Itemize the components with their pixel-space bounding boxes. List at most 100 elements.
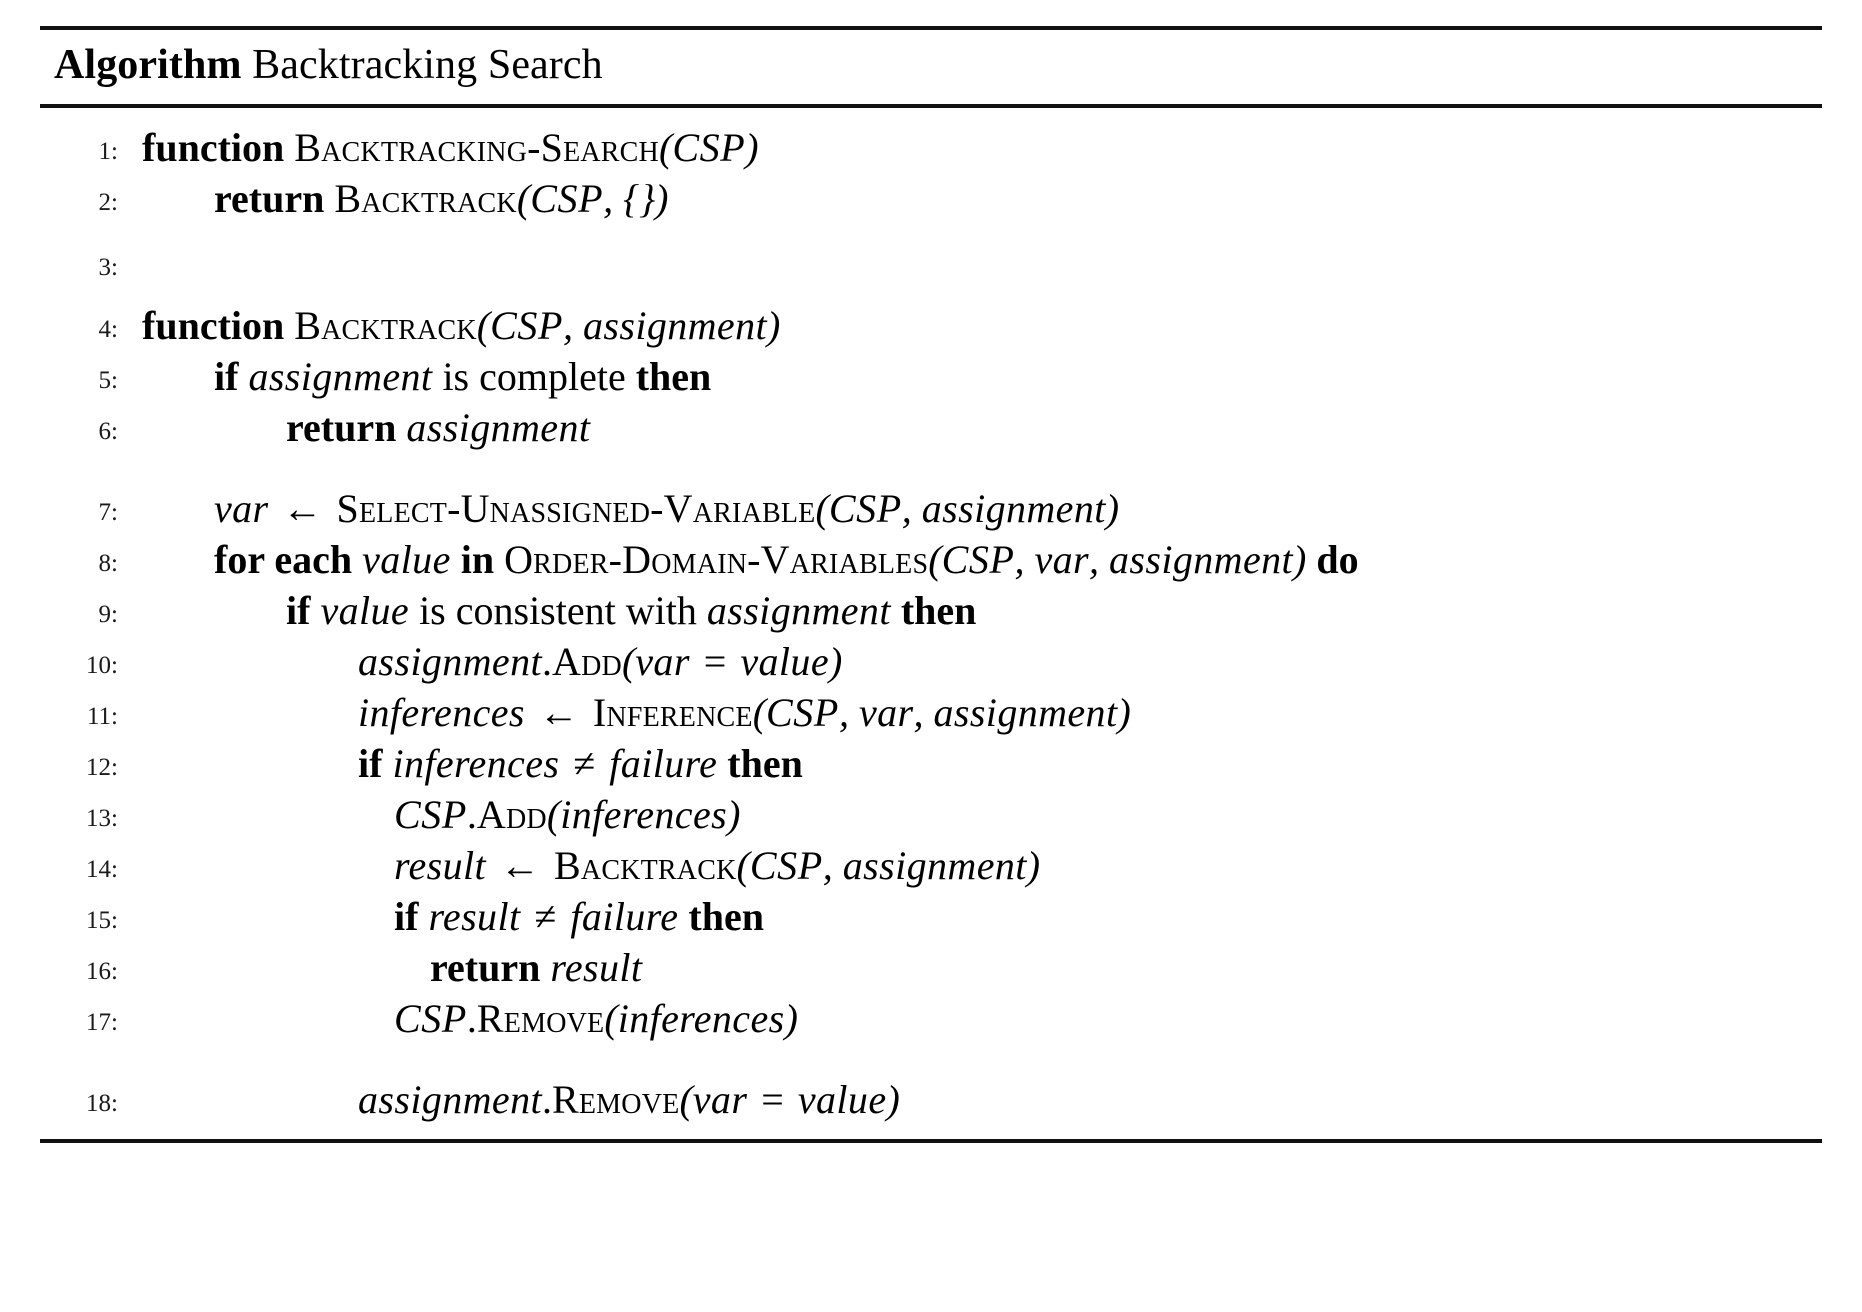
code-token: Backtracking-Search bbox=[294, 124, 659, 170]
code-token: = bbox=[693, 638, 737, 684]
algorithm-line: 11:inferences ← Inference(CSP, var, assi… bbox=[40, 687, 1822, 738]
code-token: if bbox=[394, 893, 419, 939]
code-token: CSP bbox=[490, 302, 563, 348]
line-code: return result bbox=[118, 942, 1822, 993]
code-token: . bbox=[466, 995, 477, 1041]
code-token: ← bbox=[490, 842, 551, 888]
code-token: ) bbox=[828, 638, 843, 684]
code-token: ← bbox=[528, 689, 589, 735]
code-token: . bbox=[466, 791, 477, 837]
code-token: ( bbox=[476, 302, 491, 348]
code-token: , bbox=[603, 175, 624, 221]
code-token: CSP bbox=[766, 689, 839, 735]
code-token: inferences bbox=[358, 689, 525, 735]
algorithm-line: 5:if assignment is complete then bbox=[40, 351, 1822, 402]
line-number: 14: bbox=[86, 855, 118, 883]
line-code: inferences ← Inference(CSP, var, assignm… bbox=[118, 687, 1822, 738]
line-number: 3: bbox=[98, 253, 118, 281]
code-token: value bbox=[362, 536, 451, 582]
code-token: assignment bbox=[1109, 536, 1294, 582]
code-token: if bbox=[286, 587, 311, 633]
code-token: ( bbox=[658, 124, 673, 170]
code-token: assignment bbox=[933, 689, 1118, 735]
code-token bbox=[717, 741, 727, 786]
code-token: CSP bbox=[530, 175, 604, 221]
line-code: CSP.Remove(inferences) bbox=[118, 993, 1822, 1044]
line-number: 7: bbox=[98, 498, 118, 526]
line-code: function Backtracking-Search(CSP) bbox=[118, 122, 1822, 173]
code-token: var bbox=[858, 689, 914, 735]
algorithm-keyword: Algorithm bbox=[54, 42, 242, 88]
code-token bbox=[451, 537, 461, 582]
line-number: 12: bbox=[86, 753, 118, 781]
line-number: 6: bbox=[98, 417, 118, 445]
code-token: assignment bbox=[921, 485, 1106, 531]
code-token bbox=[1306, 537, 1316, 582]
code-token: ( bbox=[621, 638, 636, 684]
algorithm-line: 4:function Backtrack(CSP, assignment) bbox=[40, 300, 1822, 351]
code-token: inferences bbox=[560, 791, 728, 837]
code-token: var bbox=[214, 485, 269, 531]
code-token: ( bbox=[752, 689, 767, 735]
code-token: ← bbox=[272, 485, 333, 531]
code-token bbox=[540, 945, 550, 990]
code-token: var bbox=[635, 638, 690, 684]
code-token: do bbox=[1316, 536, 1359, 582]
code-token bbox=[238, 354, 248, 399]
code-token: CSP bbox=[394, 791, 467, 837]
code-token: ) bbox=[886, 1076, 900, 1122]
line-code: CSP.Add(inferences) bbox=[118, 789, 1822, 840]
code-token: Add bbox=[476, 791, 547, 837]
line-code: if value is consistent with assignment t… bbox=[118, 585, 1822, 636]
algorithm-line: 14:result ← Backtrack(CSP, assignment) bbox=[40, 840, 1822, 891]
code-token: value bbox=[797, 1076, 887, 1122]
algorithm-line: 16:return result bbox=[40, 942, 1822, 993]
code-token: value bbox=[320, 587, 410, 633]
code-token: ) bbox=[1293, 536, 1307, 582]
code-token: Backtrack bbox=[554, 842, 737, 888]
code-token: ) bbox=[655, 175, 669, 221]
code-token: assignment bbox=[706, 587, 891, 633]
code-token: assignment bbox=[358, 638, 542, 684]
code-token: Add bbox=[552, 638, 622, 684]
line-number: 13: bbox=[86, 804, 118, 832]
code-token: result bbox=[394, 842, 487, 888]
code-token bbox=[310, 588, 320, 633]
algorithm-body: 1:function Backtracking-Search(CSP)2:ret… bbox=[40, 108, 1822, 1139]
code-token: then bbox=[688, 893, 764, 939]
code-token: Remove bbox=[552, 1076, 680, 1122]
code-token: if bbox=[358, 740, 383, 786]
code-token bbox=[382, 741, 392, 786]
code-token: ) bbox=[745, 124, 759, 170]
code-token: assignment bbox=[842, 842, 1027, 888]
code-token: then bbox=[727, 740, 803, 786]
bottom-rule bbox=[40, 1138, 1822, 1143]
code-token: ( bbox=[928, 536, 942, 582]
line-code: function Backtrack(CSP, assignment) bbox=[118, 300, 1822, 351]
code-token: for each bbox=[214, 536, 353, 582]
code-token bbox=[891, 588, 901, 633]
code-token: assignment bbox=[583, 302, 767, 348]
line-code: var ← Select-Unassigned-Variable(CSP, as… bbox=[118, 483, 1822, 534]
code-token: assignment bbox=[358, 1076, 542, 1122]
code-token bbox=[418, 894, 428, 939]
line-code: if inferences ≠ failure then bbox=[118, 738, 1822, 789]
code-token: function bbox=[142, 302, 285, 348]
code-token: Select-Unassigned-Variable bbox=[336, 485, 816, 531]
code-token: ≠ bbox=[524, 893, 567, 939]
line-number: 10: bbox=[86, 651, 118, 679]
algorithm-line: 13:CSP.Add(inferences) bbox=[40, 789, 1822, 840]
code-token: then bbox=[635, 353, 712, 399]
algorithm-line: 3: bbox=[40, 254, 1822, 300]
title-separator-rule bbox=[40, 103, 1822, 108]
code-token: function bbox=[142, 124, 285, 170]
algorithm-title: Algorithm Backtracking Search bbox=[40, 30, 1822, 104]
line-number: 16: bbox=[86, 957, 118, 985]
code-token: ≠ bbox=[563, 740, 606, 786]
code-token: return bbox=[214, 175, 325, 221]
code-token: assignment bbox=[248, 353, 433, 399]
algorithm-line: 9:if value is consistent with assignment… bbox=[40, 585, 1822, 636]
algorithm-line: 10:assignment.Add(var = value) bbox=[40, 636, 1822, 687]
algorithm-line: 8:for each value in Order-Domain-Variabl… bbox=[40, 534, 1822, 585]
code-token: return bbox=[430, 944, 541, 990]
